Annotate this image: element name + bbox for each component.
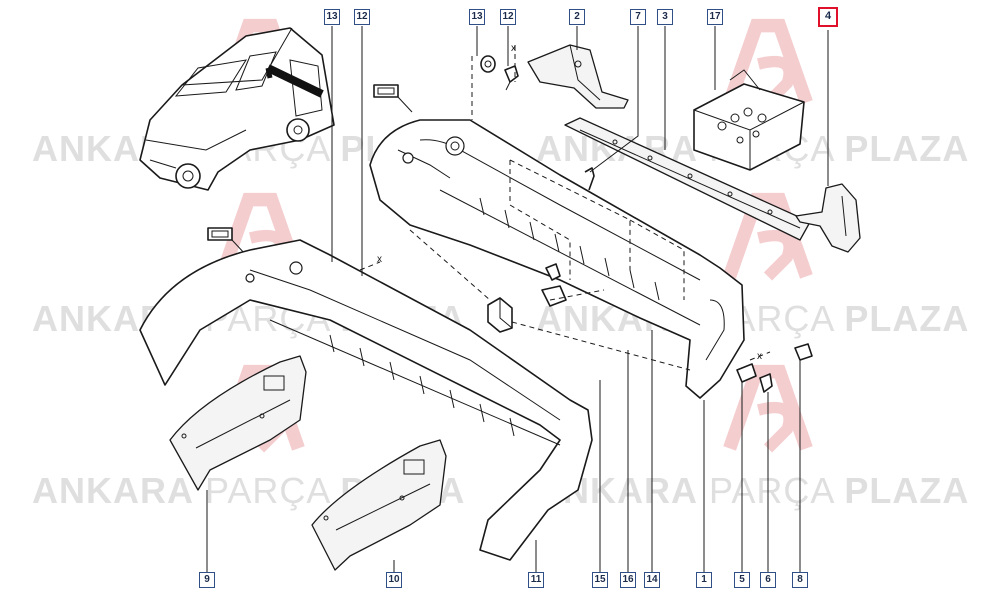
callout-12-top: 12 <box>354 9 370 25</box>
fastener-kit-box <box>693 69 805 171</box>
callout-9: 9 <box>199 572 215 588</box>
callout-3: 3 <box>657 9 673 25</box>
callout-13-mid: 13 <box>469 9 485 25</box>
mounting-brackets <box>487 263 567 333</box>
callout-4-highlighted: 4 <box>818 7 838 27</box>
callout-1: 1 <box>696 572 712 588</box>
x-mark-top: x <box>511 43 516 54</box>
callout-13-top: 13 <box>324 9 340 25</box>
callout-11: 11 <box>528 572 544 588</box>
watermark-logo-icon <box>723 18 813 107</box>
bumper-lower <box>139 239 593 561</box>
callout-17: 17 <box>707 9 723 25</box>
callout-leaders <box>206 26 829 572</box>
hardware-right <box>736 343 813 393</box>
callout-6: 6 <box>760 572 776 588</box>
side-panel-10 <box>311 439 447 571</box>
callout-2: 2 <box>569 9 585 25</box>
assembly-guides <box>359 45 771 371</box>
callout-7: 7 <box>630 9 646 25</box>
callout-5: 5 <box>734 572 750 588</box>
callout-8: 8 <box>792 572 808 588</box>
x-mark-mid: x <box>377 254 382 265</box>
watermark-logo-icon <box>723 364 813 453</box>
callout-10: 10 <box>386 572 402 588</box>
corner-bracket <box>527 44 629 109</box>
van-illustration <box>139 27 335 191</box>
watermark-logo-icon <box>723 192 813 281</box>
callout-16: 16 <box>620 572 636 588</box>
side-panel-9 <box>169 355 307 491</box>
clips-top <box>480 55 595 191</box>
end-bracket <box>795 183 861 253</box>
bumper-upper <box>369 119 745 399</box>
watermark-row-5: ANKARA PARÇA PLAZA <box>32 470 464 511</box>
callout-12-mid: 12 <box>500 9 516 25</box>
label-plate-top <box>373 84 413 113</box>
x-mark-right: x <box>757 351 762 362</box>
label-plate-left <box>207 227 247 256</box>
callout-15: 15 <box>592 572 608 588</box>
callout-14: 14 <box>644 572 660 588</box>
